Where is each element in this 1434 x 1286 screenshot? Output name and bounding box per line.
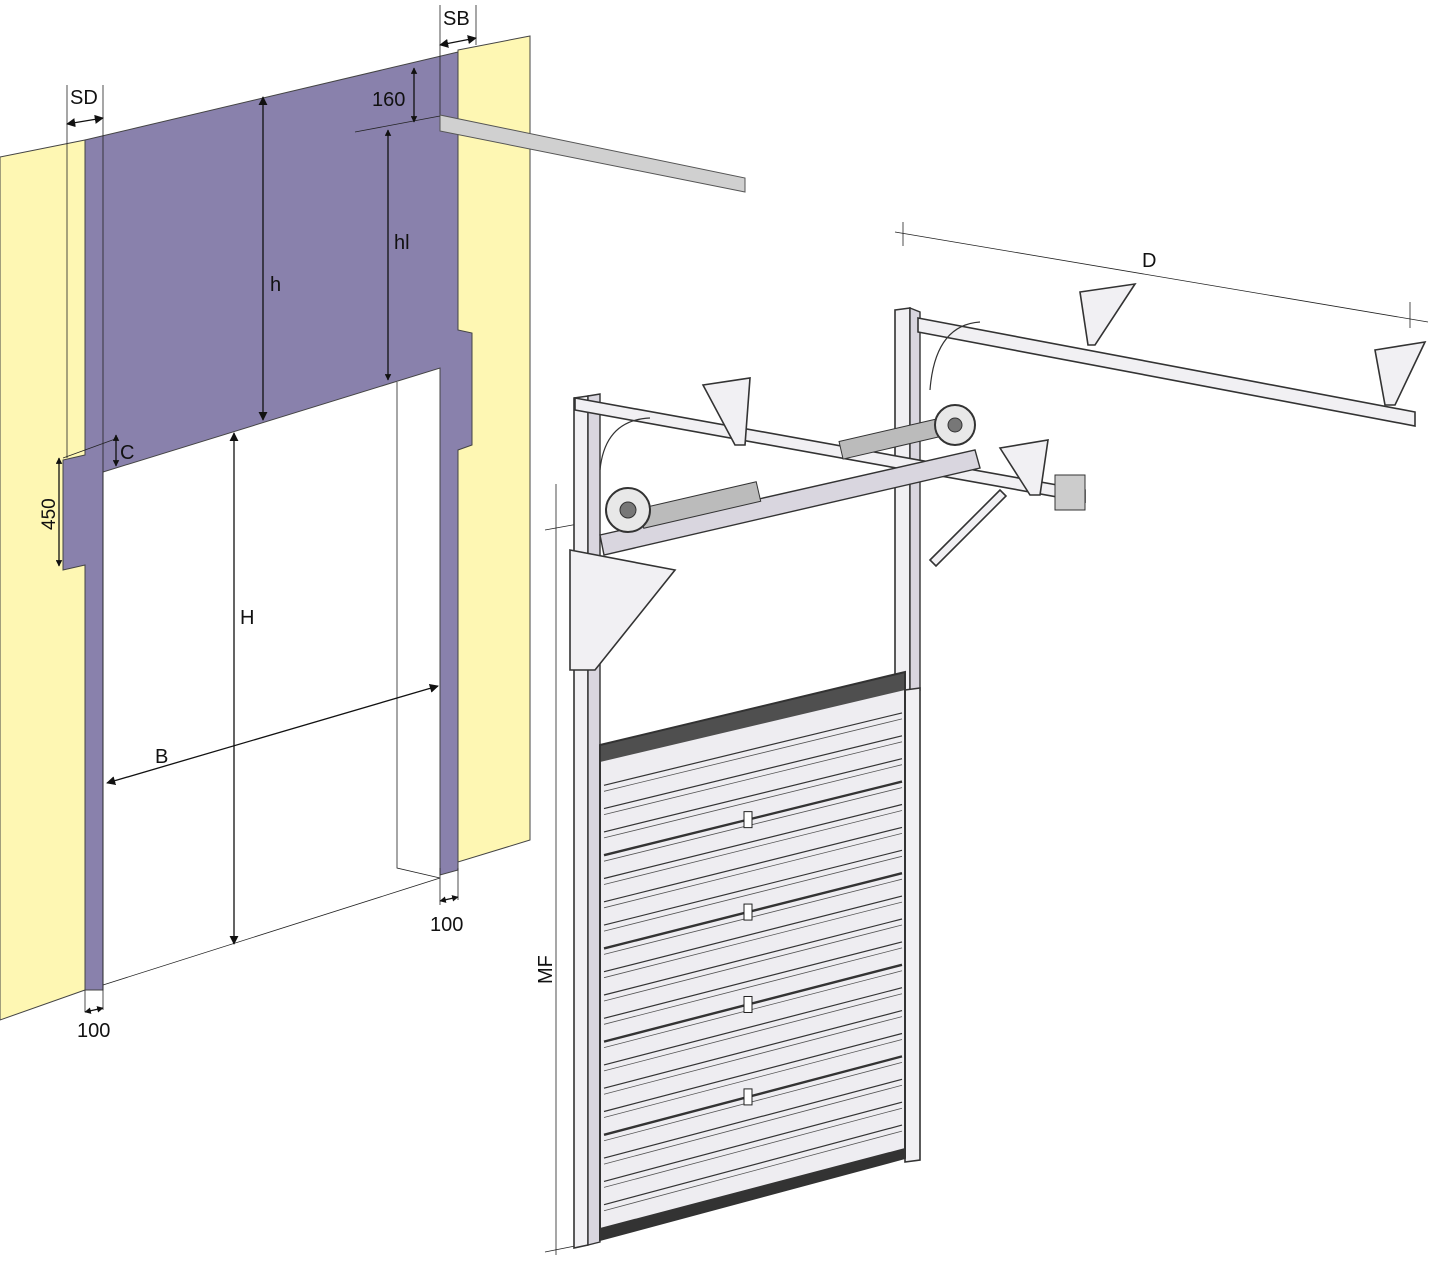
dim-100-left-arrow <box>84 1006 104 1014</box>
door-leaf <box>599 670 906 1242</box>
section-joint <box>603 780 903 857</box>
panel-rib <box>603 941 903 1019</box>
panel-rib <box>603 1078 903 1159</box>
panel-rib <box>603 918 903 996</box>
sb-label: SB <box>443 8 470 30</box>
horizontal-track-rear <box>917 317 1416 427</box>
door-top-seal <box>600 672 905 762</box>
support-beam <box>439 114 746 193</box>
section-joint <box>603 1055 903 1136</box>
panel-rib-shadow <box>603 970 903 1048</box>
sectional-door-assembly: D MF <box>535 222 1429 1255</box>
panel-rib <box>603 735 903 810</box>
MF-label: MF <box>535 955 557 984</box>
panel-rib <box>603 826 903 903</box>
left-vertical-track <box>573 395 589 1249</box>
H-label: H <box>240 607 254 629</box>
panel-rib-shadow <box>603 718 903 792</box>
diagonal-brace <box>928 488 1008 568</box>
panel-rib-shadow <box>603 1130 903 1212</box>
wall-left <box>0 139 86 1021</box>
panel-rib-shadow <box>603 878 903 955</box>
panel-rib-shadow <box>603 947 903 1025</box>
panel-rib-shadow <box>603 901 903 979</box>
panel-rib <box>603 1101 903 1182</box>
dim-100-right-arrow <box>439 895 459 903</box>
torsion-shaft-beam <box>599 449 981 556</box>
lintel-panel <box>62 51 473 991</box>
panel-rib <box>603 712 903 786</box>
D-label: D <box>1142 250 1156 272</box>
center-hinge <box>743 811 753 829</box>
ceiling-hanger-1 <box>701 377 751 446</box>
door-ribs <box>603 712 903 1212</box>
panel-rib <box>603 1124 903 1206</box>
panel-rib-shadow <box>603 764 903 839</box>
D-dimension-line <box>894 231 1429 323</box>
wall-opening-diagram: SD SB 160 h hl C 450 H B 100 100 <box>0 5 746 1042</box>
panel-rib-shadow <box>603 1016 903 1095</box>
panel-rib-shadow <box>603 1062 903 1142</box>
panel-rib-shadow <box>603 741 903 815</box>
section-joint <box>603 963 903 1043</box>
ceiling-hanger-2 <box>1079 282 1137 346</box>
panel-rib <box>603 1032 903 1113</box>
panel-rib-shadow <box>603 787 903 862</box>
sb-dimension-arrow <box>439 35 477 48</box>
B-dimension-arrow <box>106 683 439 786</box>
panel-rib-shadow <box>603 1107 903 1188</box>
center-hinge <box>743 995 753 1013</box>
h-label: h <box>270 274 281 296</box>
panel-rib-shadow <box>603 993 903 1072</box>
B-label: B <box>155 746 168 768</box>
ceiling-hanger-4 <box>998 439 1049 496</box>
panel-rib <box>603 758 903 833</box>
right-vertical-track <box>894 307 911 693</box>
track-bend-left <box>599 417 651 471</box>
corner-bracket <box>569 549 677 671</box>
door-bottom-seal <box>600 1148 905 1240</box>
panel-rib-shadow <box>603 855 903 932</box>
hl-label: hl <box>394 232 410 254</box>
panel-rib <box>603 987 903 1066</box>
dim-100-left-label: 100 <box>77 1020 110 1042</box>
dim-450-label: 450 <box>39 498 60 530</box>
panel-rib-shadow <box>603 924 903 1002</box>
section-joint <box>603 872 903 950</box>
track-end-stop <box>1054 474 1086 511</box>
panel-rib <box>603 895 903 973</box>
panel-rib-shadow <box>603 1084 903 1165</box>
panel-rib <box>603 803 903 880</box>
panel-rib <box>603 849 903 926</box>
sd-dimension-arrow <box>66 114 104 128</box>
panel-rib-shadow <box>603 833 903 909</box>
sd-label: SD <box>70 87 98 109</box>
wall-right <box>457 35 531 863</box>
dim-160-label: 160 <box>372 89 405 111</box>
ceiling-hanger-3 <box>1374 340 1427 406</box>
dim-100-right-label: 100 <box>430 914 463 936</box>
center-hinge <box>743 903 753 921</box>
spring-right <box>838 418 942 460</box>
panel-rib-shadow <box>603 810 903 885</box>
center-hinge <box>743 1088 753 1106</box>
track-bend-right <box>929 321 981 391</box>
panel-rib-shadow <box>603 1039 903 1118</box>
panel-rib <box>603 1010 903 1089</box>
c-label: C <box>120 442 134 464</box>
